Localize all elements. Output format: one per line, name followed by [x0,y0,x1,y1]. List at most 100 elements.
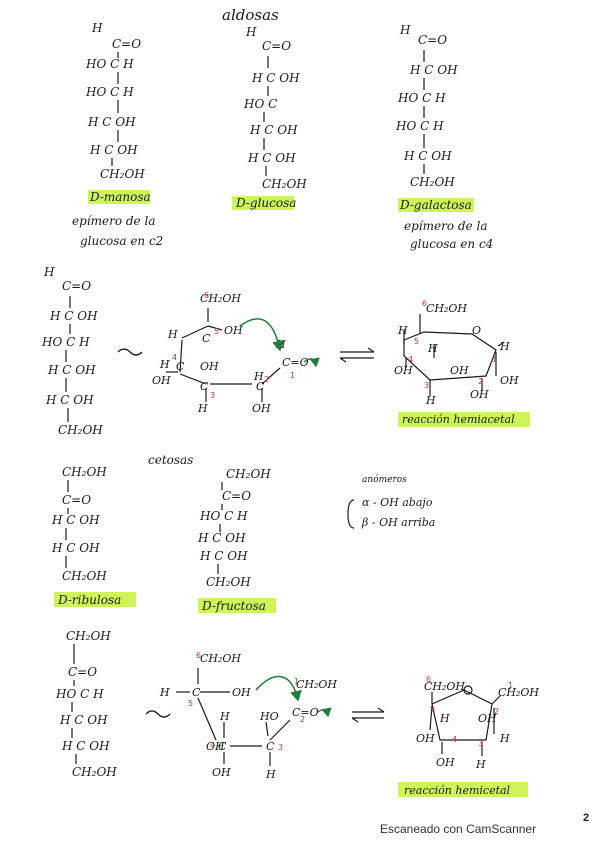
svg-text:H: H [197,402,208,415]
svg-text:H: H [499,340,510,353]
svg-text:CH₂OH: CH₂OH [200,652,241,665]
glc-chain-4: HO C H [41,335,90,349]
svg-text:H: H [159,686,170,699]
svg-text:C: C [176,360,185,373]
svg-text:H: H [475,758,486,771]
fructose-open-chain: CH₂OH C=O HO C H H C OH H C OH CH₂OH [55,629,117,779]
svg-text:3: 3 [478,739,483,748]
svg-text:H: H [425,394,436,407]
anomers-title: anómeros [362,474,407,485]
svg-text:H: H [219,710,230,723]
svg-text:3: 3 [278,743,283,752]
glc-chain-2: C=O [62,279,91,293]
glucose-ring-labels: CH₂OH OH H C H OH C OH C H C H OH H C=O [152,292,309,415]
svg-text:H: H [167,328,178,341]
hemiacetal-label: reacción hemiacetal [402,413,515,426]
galactose-label: D-galactosa [399,198,472,212]
equivalence-tilde [117,348,143,356]
svg-text:6: 6 [196,651,201,660]
glucose-ring-numbers: 6 5 4 3 2 1 [172,291,295,400]
fructose-line-4: H C OH [197,531,246,545]
ribulose-highlight [54,592,136,607]
fructofuranose-labels: CH₂OH CH₂OH OH H OH H OH H [416,680,539,771]
glc-chain-1: H [43,265,55,279]
svg-text:C: C [266,740,275,753]
svg-text:6: 6 [422,299,427,308]
svg-text:6: 6 [204,291,209,300]
mannose-highlight [88,190,150,204]
galactose-line-2: C=O [418,33,447,47]
equilibrium-arrows-2 [351,707,385,723]
glc-chain-6: H C OH [45,393,94,407]
mannose-line-6: H C OH [89,143,138,157]
fru-chain-2: C=O [68,665,97,679]
fru-chain-3: HO C H [55,687,104,701]
galactose-note-2: glucosa en c4 [410,237,493,251]
mannose-note-2: glucosa en c2 [80,234,163,248]
svg-text:CH₂OH: CH₂OH [296,678,337,691]
fructofuranose-ring [429,685,501,756]
svg-text:2: 2 [300,715,305,724]
fructose-line-6: CH₂OH [206,575,251,589]
fructofuranose-numbers: 6 5 4 3 2 1 [426,675,513,748]
svg-text:5: 5 [414,337,419,346]
fru-chain-5: H C OH [61,739,110,753]
svg-text:OH: OH [206,740,225,753]
mannose-line-1: H [91,21,103,35]
svg-text:H: H [265,768,276,781]
equivalence-tilde-2 [145,710,171,718]
svg-text:OH: OH [416,732,435,745]
fructose-carbonyl-arrow [317,707,332,718]
anomers-brace [347,499,355,529]
fructose-ring-intermediate [176,668,291,766]
svg-text:2: 2 [478,377,483,386]
svg-text:1: 1 [492,355,497,364]
svg-text:1: 1 [290,371,295,380]
svg-text:4: 4 [452,735,457,744]
svg-text:HO: HO [259,710,279,723]
ribulose-line-1: CH₂OH [62,465,107,479]
svg-text:5: 5 [430,705,435,714]
heading-cetosas: cetosas [148,453,193,467]
svg-text:1: 1 [294,677,299,686]
galactose-line-5: HO C H [395,119,444,133]
svg-text:OH: OH [436,756,455,769]
hemicetal-highlight [398,782,528,797]
svg-text:OH: OH [394,364,413,377]
fructose-ring-numbers: 6 5 4 3 2 1 [188,651,305,752]
fru-chain-4: H C OH [59,713,108,727]
svg-text:H: H [397,324,408,337]
glucose-structure: H C=O H C OH HO C H C OH H C OH CH₂OH [243,25,307,191]
fructose-label: D-fructosa [201,599,266,613]
svg-text:OH: OH [152,374,171,387]
svg-text:5: 5 [188,699,193,708]
svg-text:C: C [200,380,209,393]
galactose-structure: H C=O H C OH HO C H HO C H H C OH CH₂OH [395,23,458,189]
equilibrium-arrows-1 [339,347,375,363]
glucose-line-3: H C OH [251,71,300,85]
svg-text:3: 3 [424,381,429,390]
svg-text:4: 4 [408,355,413,364]
svg-text:C: C [218,740,227,753]
galactose-line-7: CH₂OH [410,175,455,189]
svg-text:OH: OH [212,766,231,779]
heading-aldosas: aldosas [222,6,279,24]
galactose-line-4: HO C H [397,91,446,105]
svg-text:CH₂OH: CH₂OH [426,302,467,315]
glc-chain-7: CH₂OH [58,423,103,437]
svg-text:C: C [192,686,201,699]
fructose-line-1: CH₂OH [226,467,271,481]
galactose-highlight [398,198,474,212]
ribulose-line-2: C=O [62,493,91,507]
svg-text:OH: OH [500,374,519,387]
svg-text:CH₂OH: CH₂OH [498,686,539,699]
glucopyranose-labels: CH₂OH O H H OH OH H OH H OH [394,302,519,407]
glucose-line-2: C=O [262,39,291,53]
mannose-line-3: HO C H [85,57,134,71]
svg-text:CH₂OH: CH₂OH [424,680,465,693]
svg-text:H: H [253,370,264,383]
ribulose-structure: CH₂OH C=O H C OH H C OH CH₂OH [51,465,107,583]
fructose-structure: CH₂OH C=O HO C H H C OH H C OH CH₂OH [197,467,271,589]
mannose-label: D-manosa [89,190,151,204]
